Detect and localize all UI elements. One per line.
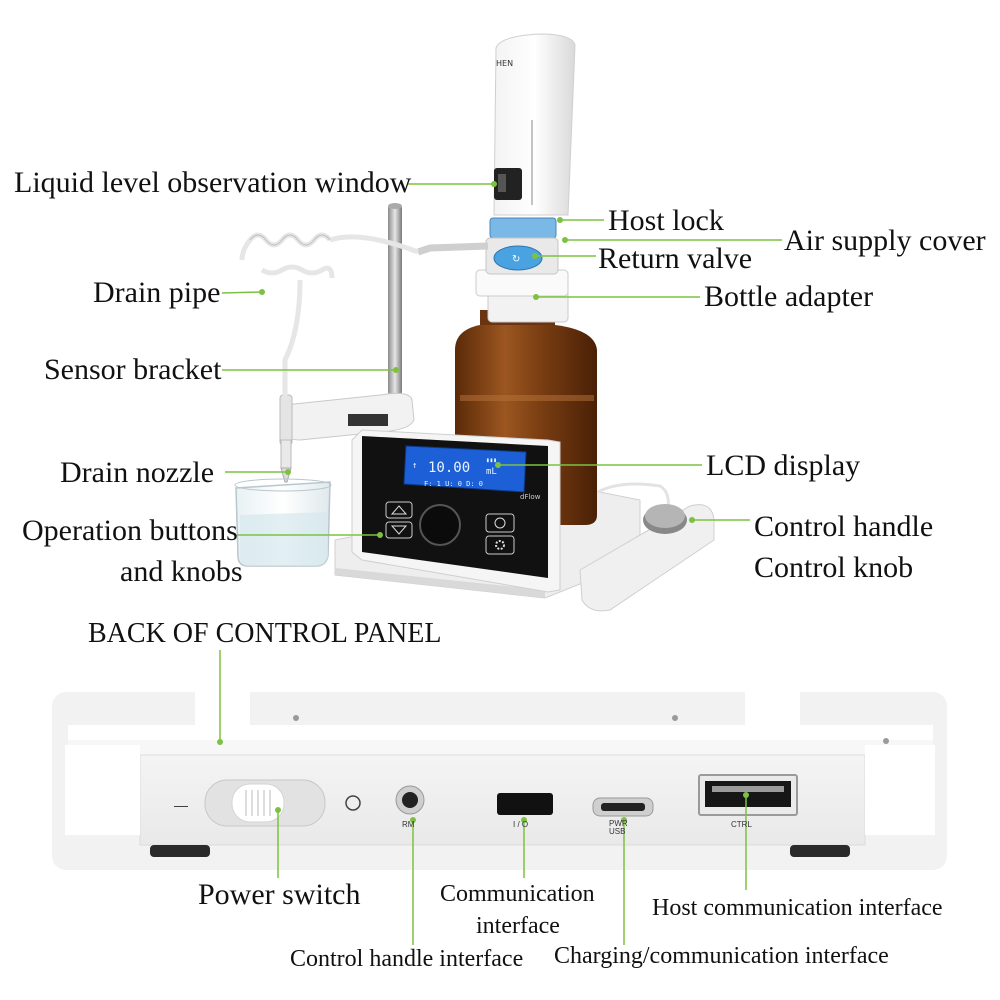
label-return-valve: Return valve <box>598 242 753 275</box>
rotary-knob <box>419 504 461 546</box>
lcd-volume: 10.00 <box>428 460 470 476</box>
label-operation-knobs: and knobs <box>120 555 243 588</box>
port-label-io: I / O <box>513 820 529 829</box>
label-sensor-bracket: Sensor bracket <box>44 353 222 386</box>
lcd-status: F: 1 U: 0 D: 0 <box>424 480 483 488</box>
label-drain-pipe: Drain pipe <box>93 276 221 309</box>
back-panel-photo <box>52 692 947 870</box>
minus-mark: — <box>174 797 188 813</box>
label-control-knob: Control knob <box>754 551 914 584</box>
lcd-battery: ▮▮▮ <box>486 457 497 464</box>
label-back-panel: BACK OF CONTROL PANEL <box>88 618 442 649</box>
leader-dots <box>217 181 749 823</box>
port-label-usb: USB <box>609 827 626 836</box>
svg-text:↻: ↻ <box>512 254 520 265</box>
control-handle <box>579 504 715 612</box>
port-label-pwr: PWR <box>609 819 628 828</box>
port-label-ctrl: CTRL <box>731 820 752 829</box>
down-arrow-icon <box>385 521 413 539</box>
label-operation-buttons: Operation buttons <box>22 514 238 547</box>
sensor-rod <box>388 203 402 395</box>
dispenser-body: HEN <box>493 33 576 216</box>
label-host-comm-interface: Host communication interface <box>652 895 943 921</box>
drain-nozzle-part <box>280 439 292 483</box>
valve-assembly: ↻ <box>416 217 559 275</box>
label-bottle-adapter: Bottle adapter <box>704 280 874 313</box>
label-lcd-display: LCD display <box>706 449 861 482</box>
label-control-handle: Control handle <box>754 510 934 543</box>
svg-text:↑: ↑ <box>412 461 417 471</box>
beaker <box>234 478 332 567</box>
sensor-bracket-arm <box>279 392 415 446</box>
bottle-adapter-part <box>475 269 569 323</box>
lcd-unit: mL <box>486 467 497 477</box>
label-charging-interface: Charging/communication interface <box>554 943 889 969</box>
port-label-rm: RM <box>402 820 415 829</box>
label-comm-interface: Communication <box>440 881 595 907</box>
brand-text: HEN <box>496 59 513 68</box>
label-comm-interface-2: interface <box>476 913 560 939</box>
label-control-handle-interface: Control handle interface <box>290 946 524 972</box>
label-drain-nozzle: Drain nozzle <box>60 456 215 489</box>
leader-lines <box>219 183 782 945</box>
label-liquid-window: Liquid level observation window <box>14 166 412 199</box>
up-arrow-icon <box>385 501 413 519</box>
refresh-icon <box>485 513 515 533</box>
label-power-switch: Power switch <box>198 878 361 911</box>
label-air-supply-cover: Air supply cover <box>784 224 986 257</box>
panel-brand: dFlow <box>520 493 541 501</box>
label-host-lock: Host lock <box>608 204 724 237</box>
gear-icon <box>485 535 515 555</box>
control-panel: 10.00 mL F: 1 U: 0 D: 0 ▮▮▮ ↑ <box>351 429 561 593</box>
